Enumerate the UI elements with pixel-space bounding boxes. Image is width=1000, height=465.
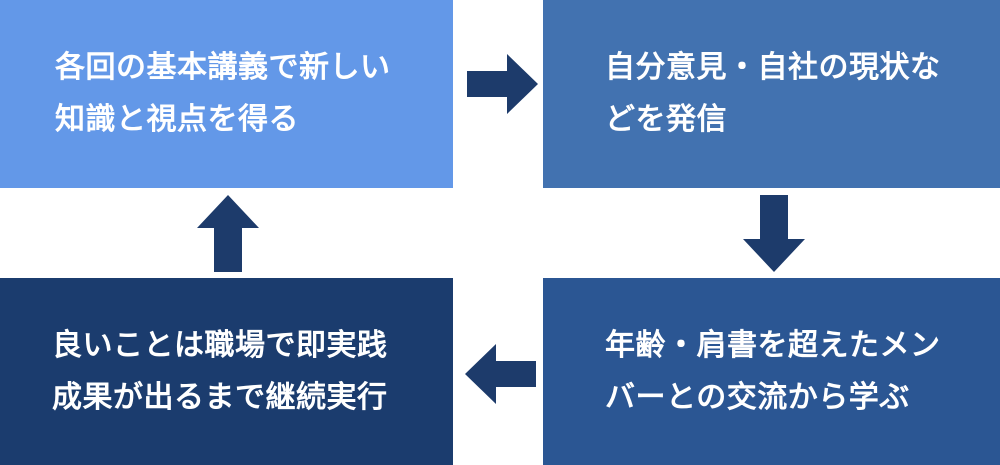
arrow-left-icon	[465, 344, 536, 404]
cycle-step-box-top-left[interactable]: 各回の基本講義で新しい 知識と視点を得る	[0, 0, 453, 188]
cycle-step-text-bottom-left: 良いことは職場で即実践 成果が出るまで継続実行	[52, 328, 388, 414]
arrow-right-icon	[467, 54, 538, 114]
cycle-step-box-bottom-right[interactable]: 年齢・肩書を超えたメン バーとの交流から学ぶ	[543, 278, 1000, 465]
arrow-up-icon	[197, 195, 259, 272]
cycle-step-text-top-right: 自分意見・自社の現状な どを発信	[605, 51, 941, 136]
cycle-step-box-top-right[interactable]: 自分意見・自社の現状な どを発信	[543, 0, 1000, 188]
cycle-step-text-bottom-right: 年齢・肩書を超えたメン バーとの交流から学ぶ	[605, 328, 941, 414]
cycle-step-box-bottom-left[interactable]: 良いことは職場で即実践 成果が出るまで継続実行	[0, 278, 453, 465]
arrow-down-icon	[743, 195, 805, 272]
cycle-step-text-top-left: 各回の基本講義で新しい 知識と視点を得る	[55, 51, 391, 136]
